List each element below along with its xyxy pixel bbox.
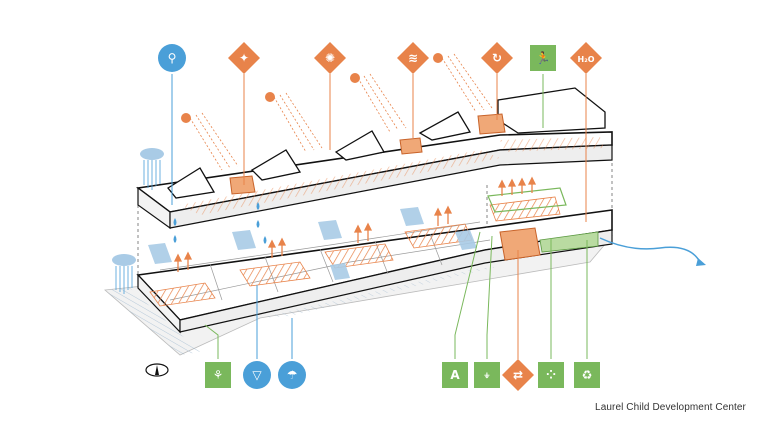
daylight-panels (148, 207, 477, 280)
heat-arrows (173, 176, 537, 272)
ventilation-person-icon: ⚲ (158, 44, 186, 72)
hvac-exchange-icon: ⇄ (502, 359, 534, 391)
svg-text:✦: ✦ (239, 51, 249, 65)
landscape-plant-icon: ⚘ (205, 362, 231, 388)
hot-water-icon: H₂O (570, 42, 602, 74)
sun-rays (189, 53, 493, 171)
water-drops (173, 202, 267, 244)
water-outflow (599, 237, 701, 263)
rain-shower-icon: ☂ (278, 361, 306, 389)
sun-icon (181, 53, 443, 123)
svg-text:↻: ↻ (492, 51, 502, 65)
svg-text:H₂O: H₂O (578, 55, 595, 64)
north-arrow-icon (145, 363, 169, 377)
callout-lines (171, 74, 588, 359)
floor-connection-lines (137, 145, 613, 275)
sun-heat-icon: ✺ (314, 42, 346, 74)
rain-cloud-icon (112, 148, 164, 294)
svg-text:☂: ☂ (287, 368, 298, 382)
svg-text:⇄: ⇄ (513, 368, 523, 382)
svg-text:▽: ▽ (252, 368, 262, 382)
svg-text:⍖: ⍖ (483, 368, 490, 382)
project-caption: Laurel Child Development Center (595, 402, 746, 413)
svg-text:✺: ✺ (325, 51, 335, 65)
recycling-icon: ♻ (574, 362, 600, 388)
svg-text:🏃: 🏃 (536, 51, 551, 65)
svg-text:⁘: ⁘ (546, 368, 556, 382)
roof-plate (135, 87, 613, 230)
running-person-icon: 🏃 (530, 45, 556, 71)
svg-text:⚘: ⚘ (213, 368, 224, 382)
solar-energy-icon: ✦ (228, 42, 260, 74)
bottom-icon-row: ⚘ ▽ ☂ A ⍖ ⇄ ⁘ ♻ (205, 359, 600, 391)
insulation-dots-icon: ⁘ (538, 362, 564, 388)
svg-text:≋: ≋ (408, 51, 418, 65)
materials-icon: A (442, 362, 468, 388)
wind-flow-icon: ≋ (397, 42, 429, 74)
svg-text:A: A (450, 368, 460, 382)
recycle-arrows-icon: ↻ (481, 42, 513, 74)
svg-text:♻: ♻ (582, 368, 593, 382)
measuring-person-icon: ⍖ (474, 362, 500, 388)
water-bucket-icon: ▽ (243, 361, 271, 389)
svg-text:⚲: ⚲ (168, 51, 177, 65)
top-icon-row: ⚲ ✦ ✺ ≋ ↻ 🏃 H₂O (158, 42, 602, 74)
